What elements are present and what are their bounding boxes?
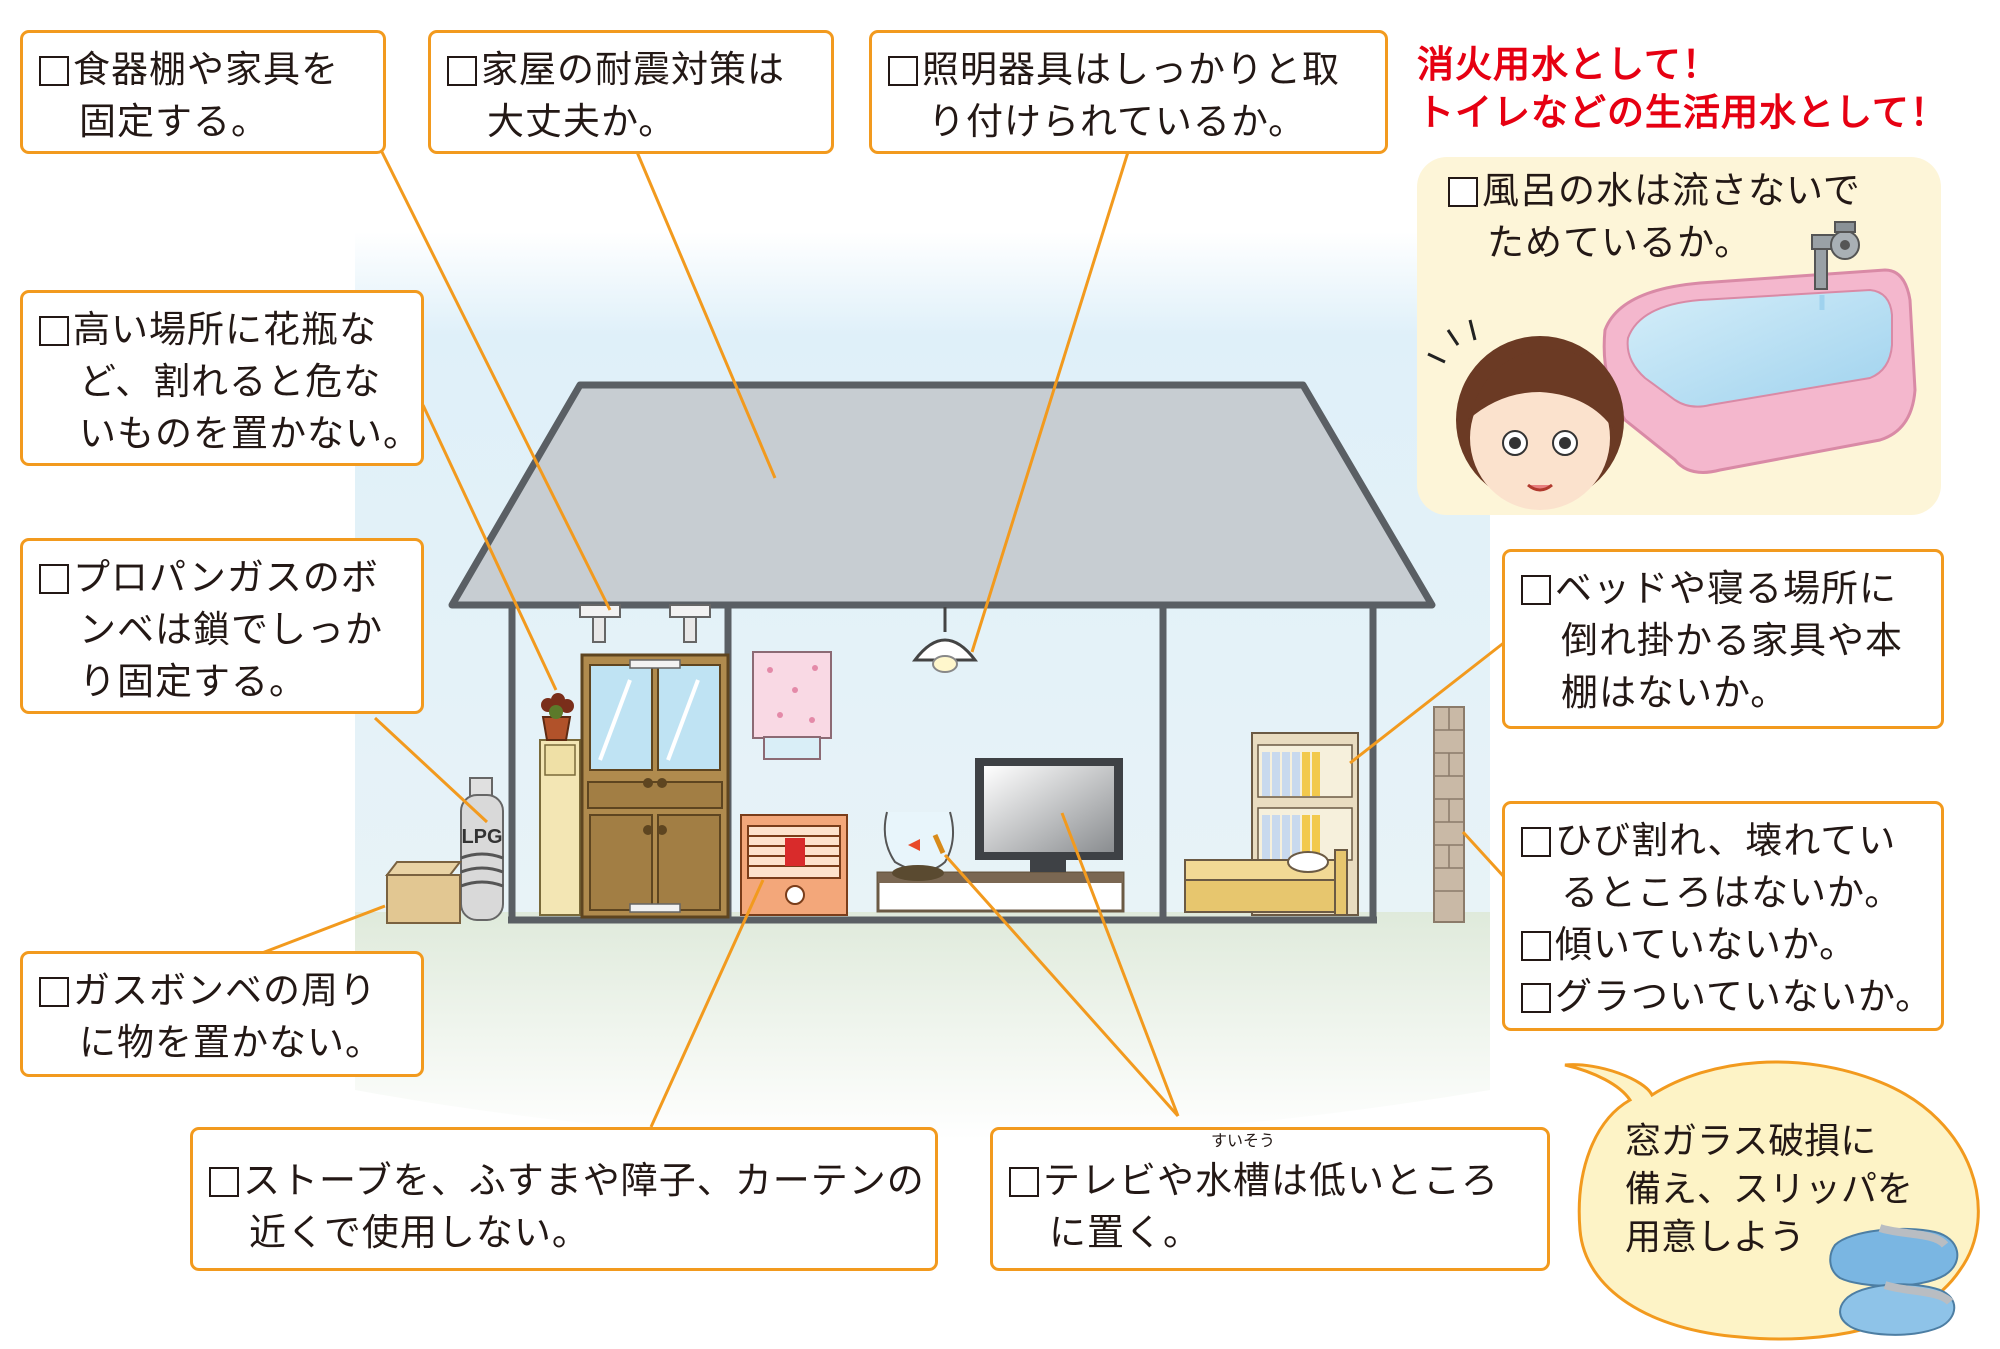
checkbox-icon bbox=[39, 316, 69, 346]
fishbowl bbox=[883, 811, 955, 881]
bubble-line-1: 窓ガラス破損に bbox=[1625, 1121, 1877, 1162]
cardboard-box bbox=[384, 861, 463, 924]
ceiling-lamp bbox=[911, 607, 979, 673]
checkbox-icon bbox=[1521, 827, 1551, 857]
television bbox=[975, 758, 1123, 872]
checklist-box-propane: プロパンガスのボ ンベは鎖でしっか り固定する。 bbox=[20, 538, 424, 714]
stove bbox=[740, 814, 848, 916]
red-headline-2: トイレなどの生活用水として！ bbox=[1417, 91, 1948, 134]
cupboard bbox=[579, 604, 730, 919]
bed bbox=[1184, 849, 1348, 916]
bathtub bbox=[1602, 268, 1917, 474]
tv-ruby-reading: すいそう bbox=[1211, 1131, 1276, 1150]
checklist-box-furniture: 食器棚や家具を 固定する。 bbox=[20, 30, 386, 154]
checkbox-icon bbox=[209, 1167, 239, 1197]
brick-wall bbox=[1433, 706, 1465, 923]
checklist-box-bed: ベッドや寝る場所に 倒れ掛かる家具や本 棚はないか。 bbox=[1502, 549, 1944, 729]
checkbox-icon bbox=[39, 977, 69, 1007]
checklist-box-gas-area: ガスボンベの周り に物を置かない。 bbox=[20, 951, 424, 1077]
bubble-line-3: 用意しよう bbox=[1625, 1217, 1806, 1258]
checkbox-icon bbox=[39, 56, 69, 86]
roof bbox=[448, 381, 1436, 609]
checkbox-icon bbox=[39, 564, 69, 594]
bubble-line-2: 備え、スリッパを bbox=[1625, 1169, 1914, 1210]
checklist-box-tv: テレビや水槽は低いところ に置く。 bbox=[990, 1127, 1550, 1271]
checklist-box-wall: ひび割れ、壊れてい るところはないか。 傾いていないか。 グラついていないか。 bbox=[1502, 801, 1944, 1031]
checkbox-icon bbox=[1521, 983, 1551, 1013]
flower-vase bbox=[541, 693, 574, 741]
checkbox-icon bbox=[1521, 931, 1551, 961]
woman-face-icon bbox=[1427, 319, 1624, 510]
lpg-label: LPG bbox=[461, 826, 502, 848]
faucet-icon bbox=[1811, 221, 1860, 290]
leader-lines bbox=[261, 147, 1511, 1128]
tall-shelf bbox=[539, 739, 581, 916]
lpg-cylinder bbox=[460, 777, 504, 921]
checkbox-icon bbox=[1521, 575, 1551, 605]
ground bbox=[355, 912, 1490, 1140]
checkbox-icon bbox=[1448, 177, 1478, 207]
checkbox-icon bbox=[447, 56, 477, 86]
checkbox-icon bbox=[888, 56, 918, 86]
checklist-box-lighting: 照明器具はしっかりと取 り付けられているか。 bbox=[869, 30, 1388, 154]
bath-check-line1: 風呂の水は流さないで bbox=[1448, 165, 1861, 217]
bath-check-line2: ためているか。 bbox=[1487, 221, 1753, 264]
red-headline-1: 消火用水として！ bbox=[1417, 43, 1720, 86]
window-curtain bbox=[752, 651, 832, 760]
checkbox-icon bbox=[1009, 1167, 1039, 1197]
checklist-box-house-quake: 家屋の耐震対策は 大丈夫か。 bbox=[428, 30, 834, 154]
slippers-icon bbox=[1829, 1224, 1959, 1336]
checklist-box-stove: ストーブを、ふすまや障子、カーテンの 近くで使用しない。 bbox=[190, 1127, 938, 1271]
checklist-box-vase: 高い場所に花瓶な ど、割れると危な いものを置かない。 bbox=[20, 290, 424, 466]
